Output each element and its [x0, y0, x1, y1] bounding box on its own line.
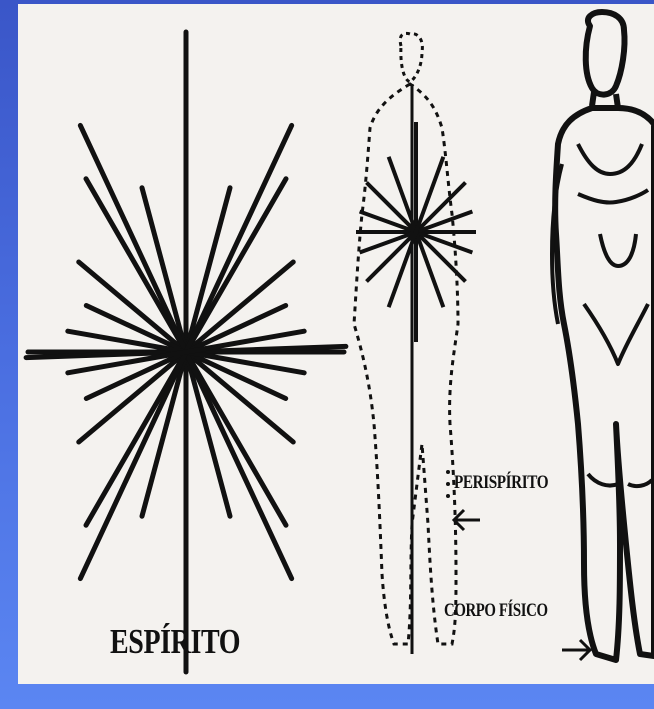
- dotted-connector: [446, 470, 450, 498]
- perispirit-figure: [354, 33, 476, 654]
- physical-body-label: CORPO FÍSICO: [444, 600, 548, 622]
- physical-body-figure: [552, 12, 654, 660]
- perispirit-label: PERISPÍRITO: [454, 472, 548, 494]
- spirit-label: ESPÍRITO: [110, 622, 240, 662]
- arrow-left-icon: [454, 510, 480, 530]
- illustration-panel: ESPÍRITO PERISPÍRITO CORPO FÍSICO: [18, 4, 654, 684]
- arrow-right-icon: [562, 640, 590, 660]
- spirit-body-diagram: [18, 4, 654, 684]
- spirit-star-burst-icon: [26, 32, 346, 672]
